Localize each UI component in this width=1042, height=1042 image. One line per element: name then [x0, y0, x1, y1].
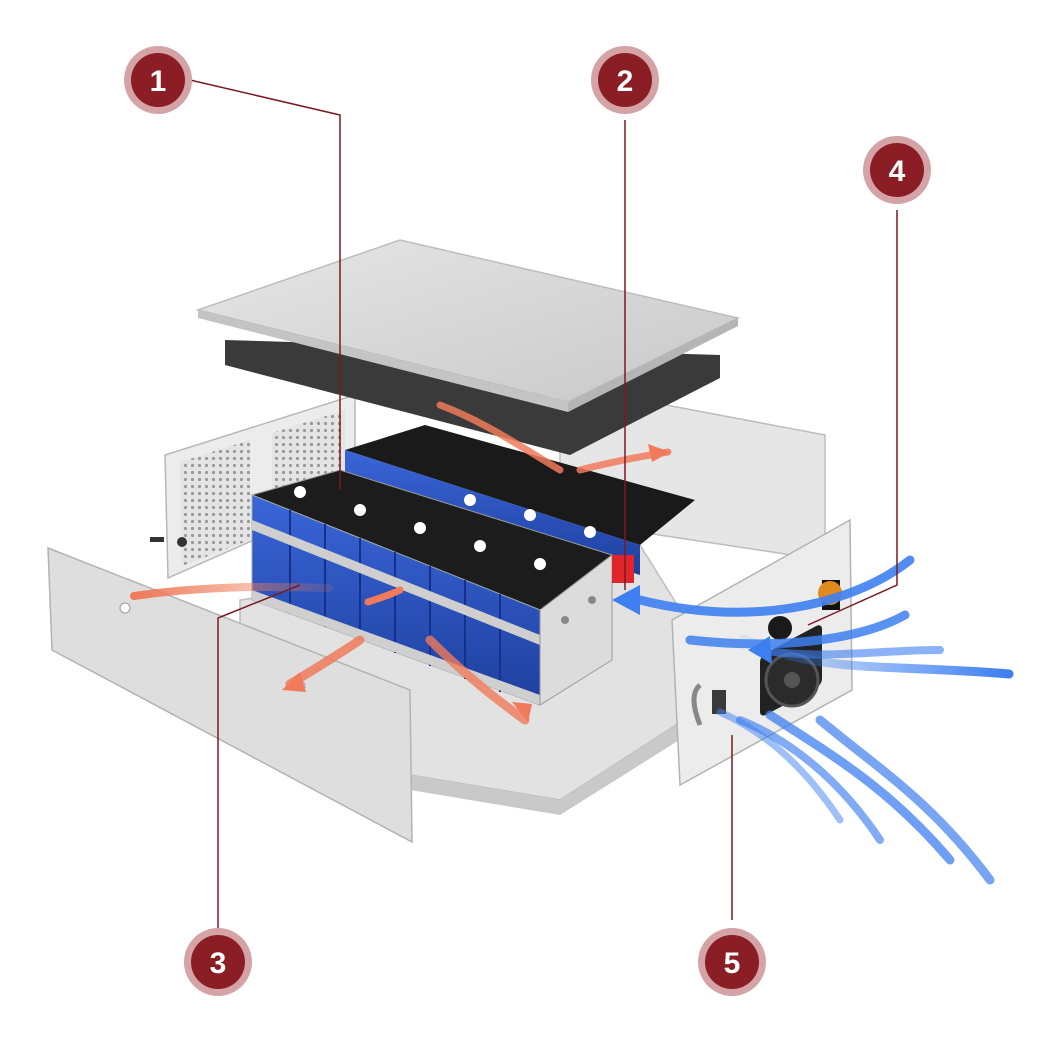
- callout-3: 3: [184, 928, 252, 996]
- callout-badge: [131, 53, 185, 107]
- callout-number: 1: [150, 65, 167, 98]
- leader-line-3: [217, 584, 301, 938]
- hot-airflow-arrows: [130, 401, 672, 725]
- cool-airflow-arrows: [612, 555, 1014, 885]
- leader-lines: [189, 79, 898, 938]
- callout-badge: [598, 53, 652, 107]
- callout-number: 3: [210, 947, 227, 980]
- callout-4: 4: [863, 136, 931, 204]
- callout-number: 2: [617, 65, 634, 98]
- callout-2: 2: [591, 46, 659, 114]
- callout-number: 4: [889, 155, 906, 188]
- leader-line-4: [807, 210, 898, 626]
- perforated-side-panel: [150, 393, 356, 580]
- callout-badge: [705, 935, 759, 989]
- top-cover: [195, 239, 741, 455]
- callout-1: 1: [124, 46, 192, 114]
- callout-badge: [191, 935, 245, 989]
- callout-5: 5: [698, 928, 766, 996]
- callout-badge: [870, 143, 924, 197]
- callout-number: 5: [724, 947, 741, 980]
- leader-line-1: [189, 79, 341, 490]
